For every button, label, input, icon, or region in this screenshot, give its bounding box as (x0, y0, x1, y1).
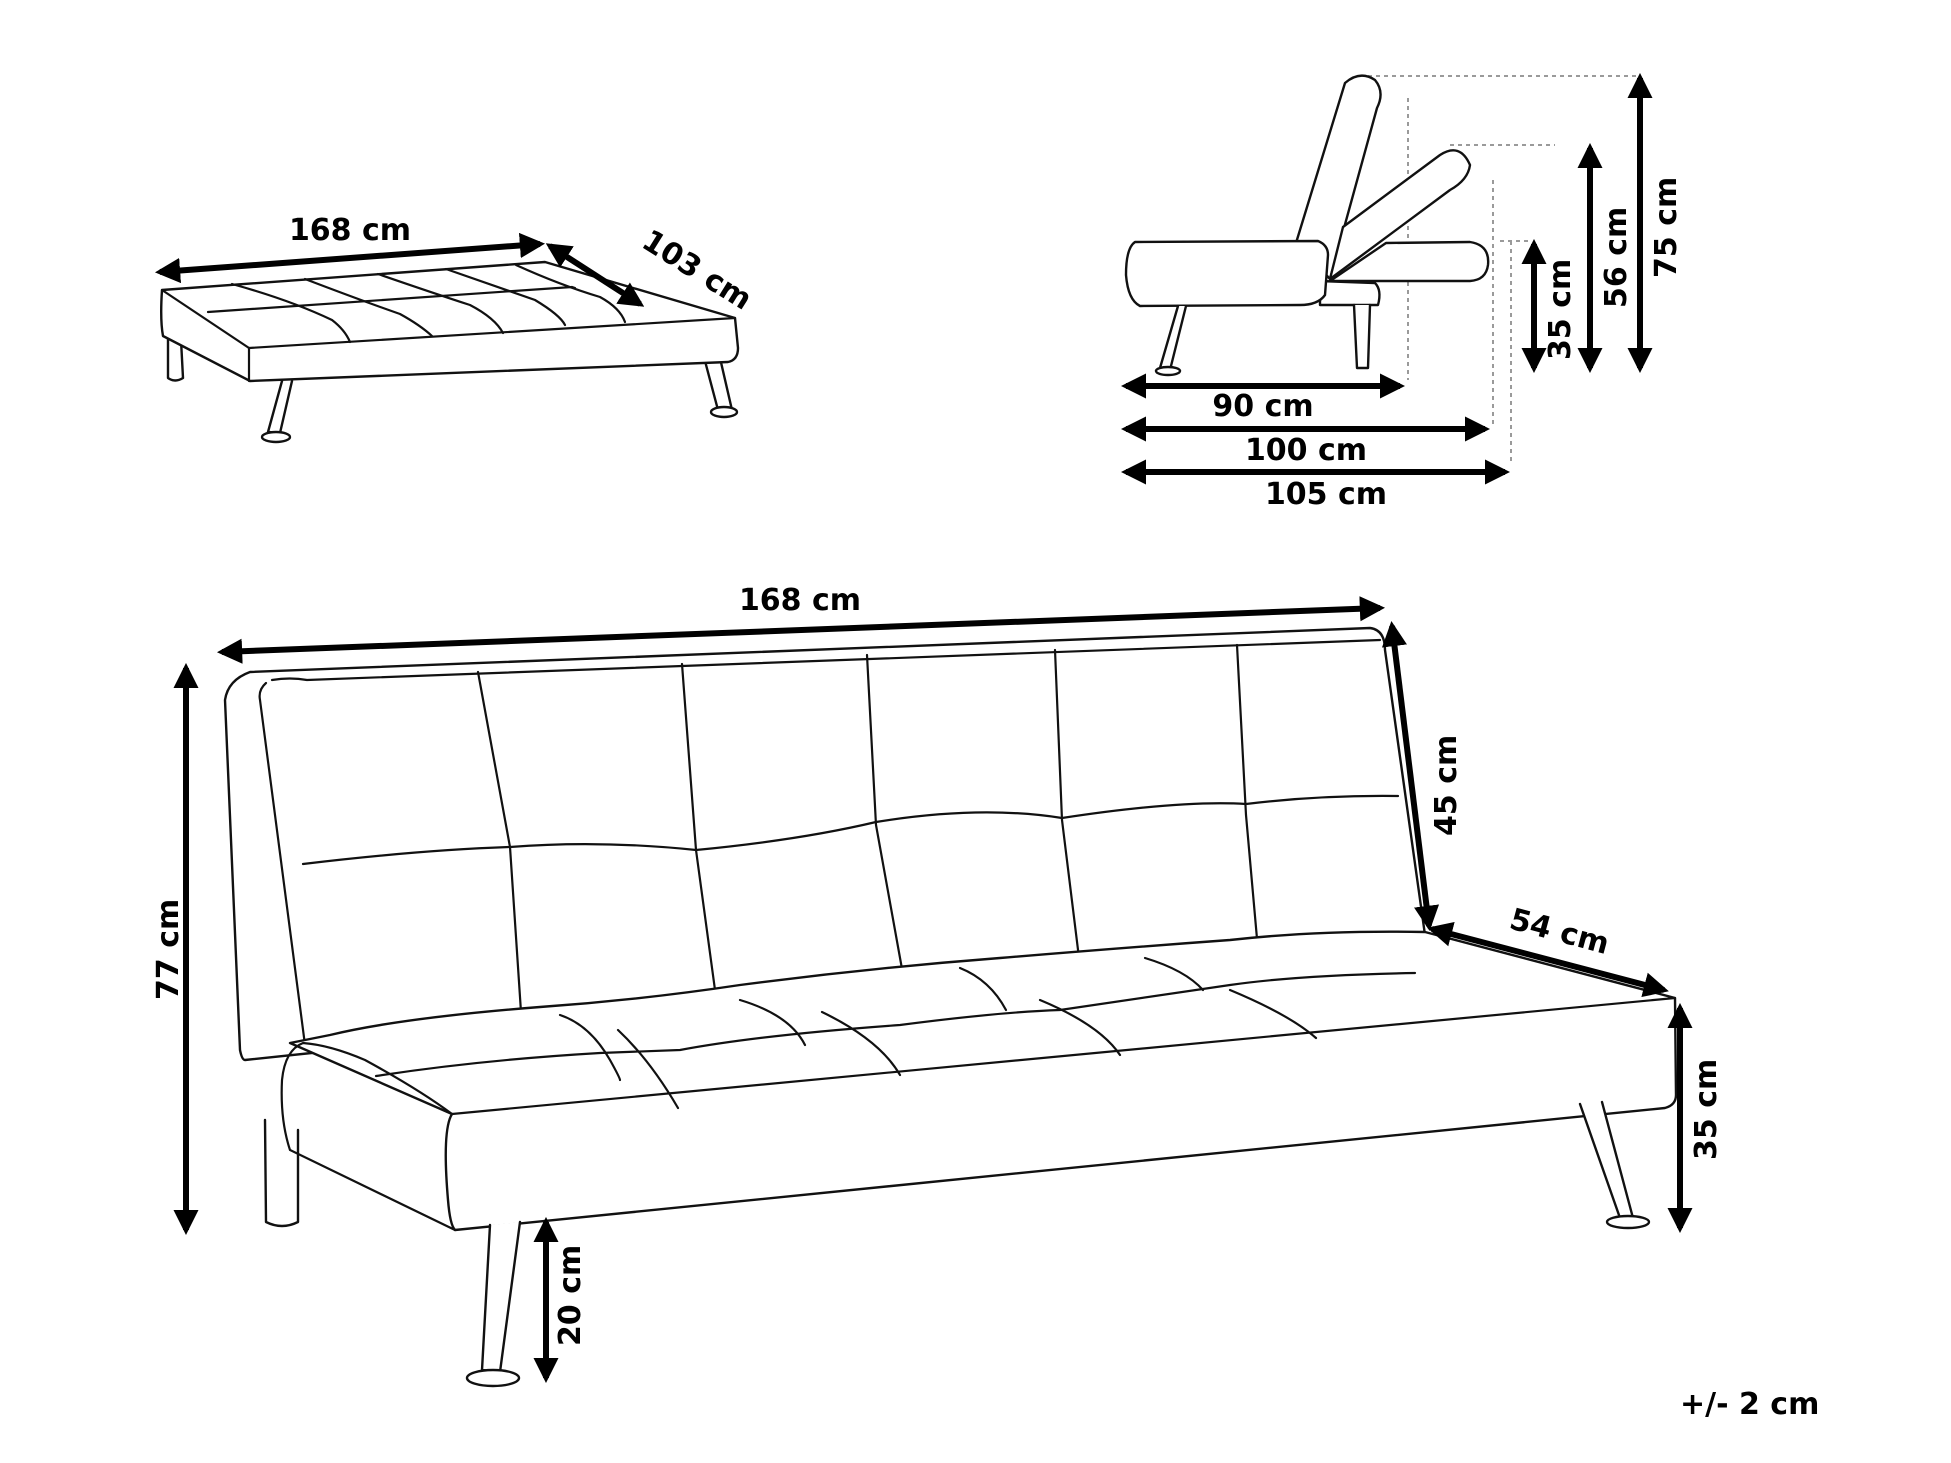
backrest-height-arrow (1381, 620, 1440, 932)
profile-backrest-upright (1294, 74, 1382, 281)
backrest-height-label: 45 cm (1429, 735, 1464, 836)
bed-width-label: 168 cm (289, 213, 411, 248)
front-leg-back-left (263, 1118, 300, 1228)
seat-depth-arrow (1427, 921, 1669, 998)
side-profile-view: 90 cm 100 cm 105 cm 35 cm 56 cm 75 cm (1120, 72, 1684, 512)
front-width-label: 168 cm (739, 583, 861, 618)
front-width-arrow (216, 596, 1386, 664)
front-height-label: 77 cm (151, 899, 186, 1000)
front-view: 168 cm 77 cm 45 cm 54 cm 35 cm 20 cm (151, 583, 1724, 1388)
profile-backrest-flat (1328, 240, 1490, 283)
flat-bed-view: 168 cm 103 cm (154, 213, 758, 444)
bed-depth-arrow (545, 243, 645, 307)
leg-height-label: 20 cm (553, 1245, 588, 1346)
height-56-label: 56 cm (1599, 207, 1634, 308)
seat-height-label: 35 cm (1689, 1059, 1724, 1160)
depth-105-label: 105 cm (1265, 477, 1387, 512)
bed-mattress (160, 260, 740, 383)
front-leg-front-left (480, 1220, 522, 1374)
bed-leg-front-left (266, 379, 294, 435)
tolerance-note: +/- 2 cm (1680, 1387, 1819, 1422)
front-seat (288, 930, 1678, 1232)
depth-100-label: 100 cm (1245, 433, 1367, 468)
profile-leg-front (1158, 304, 1188, 372)
profile-leg-back (1352, 303, 1372, 370)
front-leg-front-right (1578, 1100, 1635, 1220)
profile-seat-cushion (1124, 239, 1330, 308)
depth-90-label: 90 cm (1212, 389, 1313, 424)
height-75-label: 75 cm (1649, 177, 1684, 278)
height-35-label: 35 cm (1543, 259, 1578, 360)
bed-leg-back-right (703, 356, 734, 412)
bed-width-arrow (154, 232, 546, 284)
profile-backrest-recline (1328, 149, 1472, 281)
